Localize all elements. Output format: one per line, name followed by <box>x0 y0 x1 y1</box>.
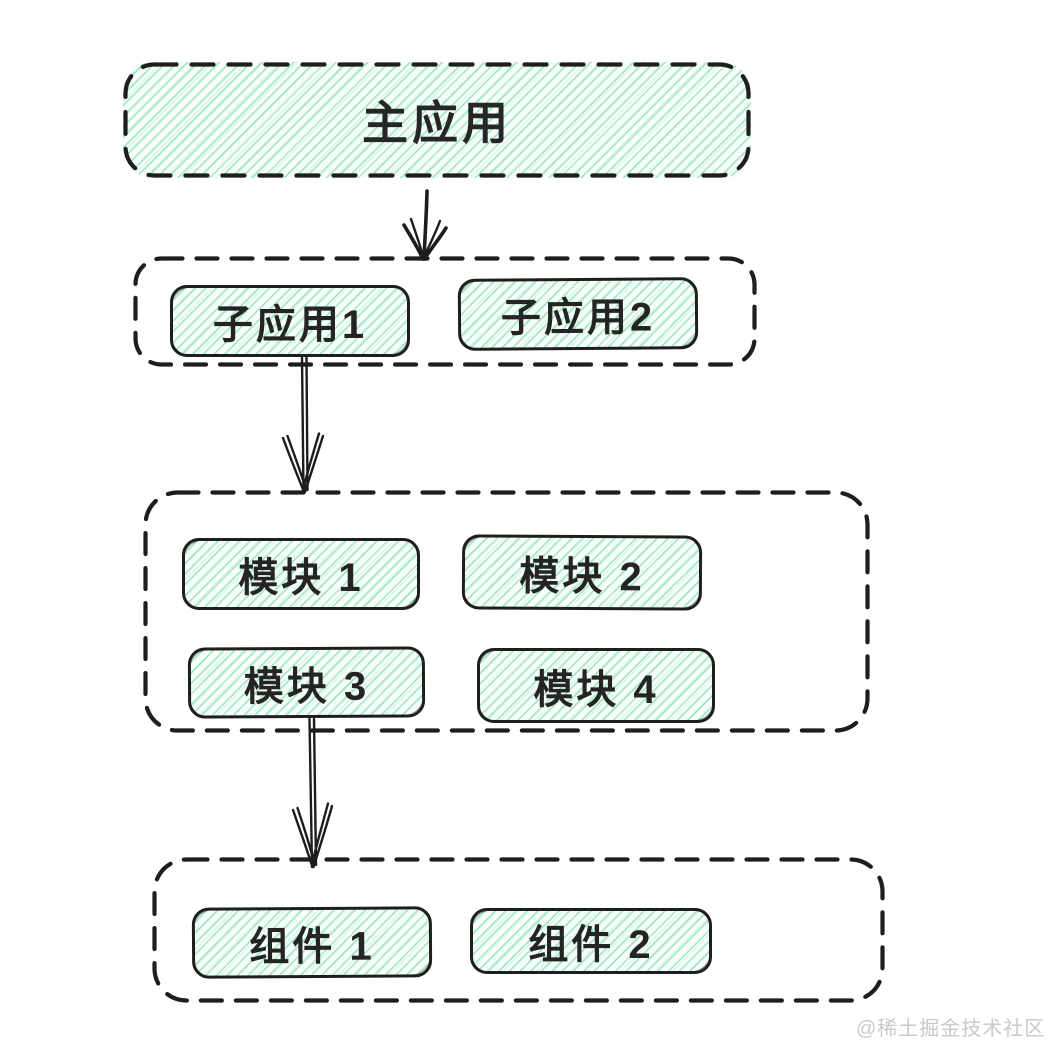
arrow-main-to-subapps <box>402 189 448 261</box>
component-2-label: 组件 2 <box>528 923 654 967</box>
node-component-2: 组件 2 <box>470 908 712 974</box>
node-module-1: 模块 1 <box>182 538 420 610</box>
node-module-4: 模块 4 <box>477 648 715 723</box>
arrow-module3-to-components <box>291 717 334 869</box>
group-components <box>152 857 885 1003</box>
module-1-label: 模块 1 <box>238 556 364 600</box>
module-3-label: 模块 3 <box>243 664 370 709</box>
subapp-1-label: 子应用1 <box>212 303 368 347</box>
group-modules <box>143 490 870 733</box>
subapp-2-label: 子应用2 <box>500 295 656 341</box>
node-component-1: 组件 1 <box>191 906 433 979</box>
node-module-3: 模块 3 <box>187 646 426 719</box>
watermark-text: @稀土掘金技术社区 <box>856 1018 1046 1040</box>
node-main-app: 主应用 <box>123 62 751 178</box>
arrow-subapp1-to-modules <box>281 355 325 494</box>
main-app-dashed-border <box>123 62 751 178</box>
components-dashed-border <box>152 857 885 1003</box>
main-app-label: 主应用 <box>362 97 512 149</box>
modules-dashed-border <box>143 490 870 733</box>
module-2-label: 模块 2 <box>519 554 645 599</box>
module-4-label: 模块 4 <box>533 667 659 712</box>
node-module-2: 模块 2 <box>461 534 703 611</box>
component-1-label: 组件 1 <box>249 924 375 969</box>
node-subapp-1: 子应用1 <box>170 285 410 357</box>
node-subapp-2: 子应用2 <box>457 277 699 351</box>
